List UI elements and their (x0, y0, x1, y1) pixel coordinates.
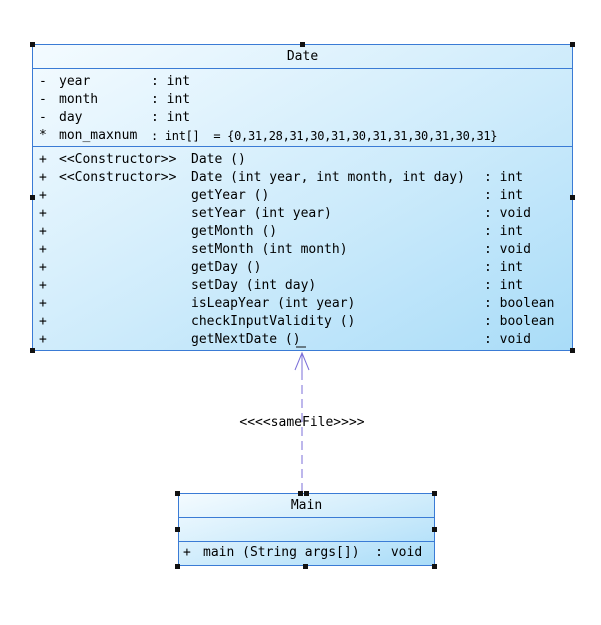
resize-handle[interactable] (30, 195, 35, 200)
visibility: * (39, 128, 47, 143)
resize-handle[interactable] (432, 491, 437, 496)
method-row: + setMonth (int month) : void (33, 241, 572, 259)
method-row: + setYear (int year) : void (33, 205, 572, 223)
visibility: - (39, 110, 47, 125)
resize-handle[interactable] (175, 491, 180, 496)
resize-handle[interactable] (175, 564, 180, 569)
attribute-name: month (59, 92, 99, 107)
resize-handle[interactable] (30, 42, 35, 47)
visibility: + (39, 296, 47, 311)
visibility: + (39, 206, 47, 221)
method-signature: getNextDate () (191, 332, 301, 347)
main-attributes (179, 518, 434, 542)
method-row: + getMonth () : int (33, 223, 572, 241)
resize-handle[interactable] (304, 491, 309, 496)
method-signature: setYear (int year) (191, 206, 332, 221)
method-return: : int (484, 260, 524, 275)
attribute-type: : int (151, 110, 191, 125)
method-row: + setDay (int day) : int (33, 277, 572, 295)
visibility: + (39, 278, 47, 293)
visibility: + (39, 224, 47, 239)
method-return: : boolean (484, 296, 555, 311)
method-signature: checkInputValidity () (191, 314, 356, 329)
visibility: + (183, 545, 191, 560)
method-return: : int (484, 188, 524, 203)
date-class-title: Date (33, 45, 572, 69)
attribute-type: : int (151, 92, 191, 107)
method-stereotype: <<Constructor>> (59, 152, 177, 167)
visibility: - (39, 92, 47, 107)
resize-handle[interactable] (432, 564, 437, 569)
resize-handle[interactable] (570, 348, 575, 353)
visibility: + (39, 188, 47, 203)
method-signature: getMonth () (191, 224, 278, 239)
attribute-row: * mon_maxnum : int[] = {0,31,28,31,30,31… (33, 127, 572, 145)
attribute-row: - month : int (33, 91, 572, 109)
resize-handle[interactable] (303, 564, 308, 569)
visibility: + (39, 332, 47, 347)
method-return: : int (484, 278, 524, 293)
attribute-row: - year : int (33, 73, 572, 91)
method-return: : void (484, 332, 531, 347)
visibility: + (39, 314, 47, 329)
method-row: + checkInputValidity () : boolean (33, 313, 572, 331)
method-return: : void (484, 206, 531, 221)
method-return: : void (484, 242, 531, 257)
main-class-title: Main (179, 494, 434, 518)
method-row: + getNextDate () : void (33, 331, 572, 349)
method-signature: getYear () (191, 188, 270, 203)
method-signature: Date () (191, 152, 246, 167)
relationship-label: <<<<sameFile>>>> (239, 415, 364, 430)
method-row: + getDay () : int (33, 259, 572, 277)
attribute-type: : int[] = {0,31,28,31,30,31,30,31,31,30,… (151, 129, 498, 143)
date-attributes: - year : int - month : int - day : int *… (33, 69, 572, 147)
visibility: + (39, 170, 47, 185)
main-class[interactable]: Main + main (String args[]) : void (178, 493, 435, 566)
attribute-name: day (59, 110, 83, 125)
resize-handle[interactable] (175, 527, 180, 532)
method-signature: main (String args[]) : void (203, 545, 423, 560)
method-row: + main (String args[]) : void (179, 544, 434, 562)
method-stereotype: <<Constructor>> (59, 170, 177, 185)
resize-handle[interactable] (298, 491, 303, 496)
resize-handle[interactable] (432, 527, 437, 532)
visibility: + (39, 152, 47, 167)
attribute-name: year (59, 74, 91, 89)
visibility: + (39, 242, 47, 257)
method-return: : int (484, 170, 524, 185)
method-signature: Date (int year, int month, int day) (191, 170, 465, 185)
method-row: + <<Constructor>> Date () (33, 151, 572, 169)
resize-handle[interactable] (570, 195, 575, 200)
method-row: + getYear () : int (33, 187, 572, 205)
method-return: : boolean (484, 314, 555, 329)
attribute-row: - day : int (33, 109, 572, 127)
method-row: + isLeapYear (int year) : boolean (33, 295, 572, 313)
method-signature: setDay (int day) (191, 278, 317, 293)
method-signature: isLeapYear (int year) (191, 296, 356, 311)
attribute-name: mon_maxnum (59, 128, 138, 143)
method-signature: setMonth (int month) (191, 242, 348, 257)
visibility: + (39, 260, 47, 275)
resize-handle[interactable] (300, 42, 305, 47)
attribute-type: : int (151, 74, 191, 89)
date-class[interactable]: Date - year : int - month : int - day : … (32, 44, 573, 351)
date-methods: + <<Constructor>> Date () + <<Constructo… (33, 147, 572, 350)
visibility: - (39, 74, 47, 89)
method-signature: getDay () (191, 260, 262, 275)
resize-handle[interactable] (30, 348, 35, 353)
main-methods: + main (String args[]) : void (179, 542, 434, 565)
method-row: + <<Constructor>> Date (int year, int mo… (33, 169, 572, 187)
method-return: : int (484, 224, 524, 239)
resize-handle[interactable] (570, 42, 575, 47)
